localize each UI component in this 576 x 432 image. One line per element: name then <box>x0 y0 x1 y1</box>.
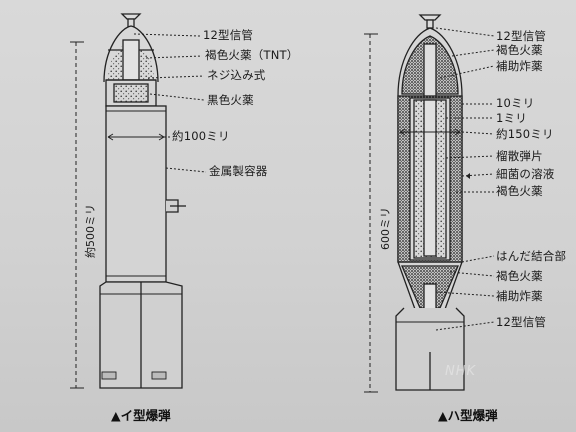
bomb-ha-lower-booster <box>423 283 437 313</box>
bomb-i-height-dimension <box>70 41 84 389</box>
bomb-i-fuze <box>120 13 142 28</box>
bomb-ha-label-1: 褐色火薬 <box>496 43 543 57</box>
bomb-ha-leaders <box>435 27 495 331</box>
bomb-ha-caption: ▲ハ型爆弾 <box>438 408 498 423</box>
bomb-i-label-tnt: 褐色火薬（TNT） <box>205 48 299 62</box>
bomb-ha-height-dimension <box>364 33 378 393</box>
bomb-ha-label-7: 細菌の溶液 <box>496 167 555 181</box>
bomb-i-label-screw: ネジ込み式 <box>207 68 266 82</box>
bomb-ha-label-12: 12型信管 <box>496 315 547 329</box>
bomb-ha-height-label: 600ミリ <box>379 207 392 250</box>
bomb-ha-label-9: はんだ結合部 <box>496 249 567 263</box>
bomb-i-fuze-well <box>122 39 140 81</box>
bomb-ha-burster-tube <box>423 99 437 257</box>
bomb-ha-label-0: 12型信管 <box>496 29 547 43</box>
bomb-i-leaders <box>133 33 207 173</box>
bomb-i-label-fuze: 12型信管 <box>203 28 254 42</box>
bomb-ha-drawing <box>364 14 495 393</box>
bomb-i-drawing <box>70 13 207 389</box>
bomb-i-body <box>105 105 167 283</box>
bomb-i-diameter-arrow <box>107 133 170 141</box>
bomb-i-label-container: 金属製容器 <box>209 164 268 178</box>
bomb-i-height-label: 約500ミリ <box>84 204 97 258</box>
bomb-ha-label-11: 補助炸薬 <box>496 289 543 303</box>
bomb-ha-label-2: 補助炸薬 <box>496 59 543 73</box>
bomb-ha-label-5: 約150ミリ <box>496 127 554 141</box>
bomb-ha-top-fuze <box>418 14 442 29</box>
bomb-ha-label-3: 10ミリ <box>496 96 535 110</box>
bomb-ha-label-4: 1ミリ <box>496 111 527 125</box>
bomb-i-caption: ▲イ型爆弾 <box>111 408 171 423</box>
bomb-ha-diameter-arrow <box>399 128 461 136</box>
bomb-ha-label-6: 榴散弾片 <box>496 149 543 163</box>
bomb-ha-label-8: 褐色火薬 <box>496 184 543 198</box>
broadcaster-watermark: NHK <box>445 364 477 379</box>
bomb-ha-label-10: 褐色火薬 <box>496 269 543 283</box>
bomb-i-label-black-powder: 黒色火薬 <box>207 93 254 107</box>
bomb-i-label-diameter: 約100ミリ <box>172 129 230 143</box>
